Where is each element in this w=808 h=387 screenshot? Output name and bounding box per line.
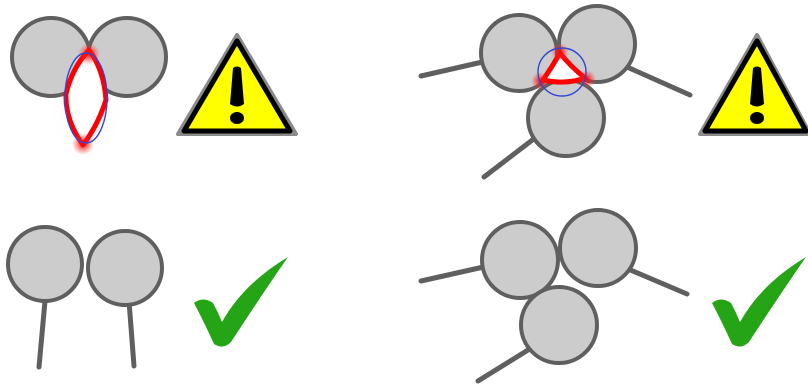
stick <box>615 60 693 98</box>
overlap-outline <box>537 47 587 97</box>
circle-bottom <box>526 78 606 158</box>
checkmark-icon <box>712 257 806 347</box>
stick <box>475 347 531 384</box>
circle-bottom <box>519 285 599 365</box>
overlap-hotspot <box>578 70 596 88</box>
warning-triangle-icon <box>176 33 298 136</box>
overlap-region <box>540 50 588 85</box>
overlap-outline <box>64 52 108 144</box>
stick <box>126 298 137 369</box>
panel-top-left <box>10 16 298 166</box>
panel-bottom-left <box>6 225 288 370</box>
stick <box>625 266 690 297</box>
stick <box>36 298 48 370</box>
panel-bottom-right <box>418 208 806 384</box>
panel-top-right <box>418 4 808 180</box>
circle-top-left <box>480 220 560 300</box>
checkmark-icon <box>194 257 288 347</box>
circle-top-right <box>558 208 638 288</box>
stick <box>418 263 491 284</box>
overlap-hotspot <box>551 43 569 61</box>
warning-triangle-icon <box>698 33 808 136</box>
circle-left <box>6 225 84 303</box>
circle-right <box>86 229 164 307</box>
